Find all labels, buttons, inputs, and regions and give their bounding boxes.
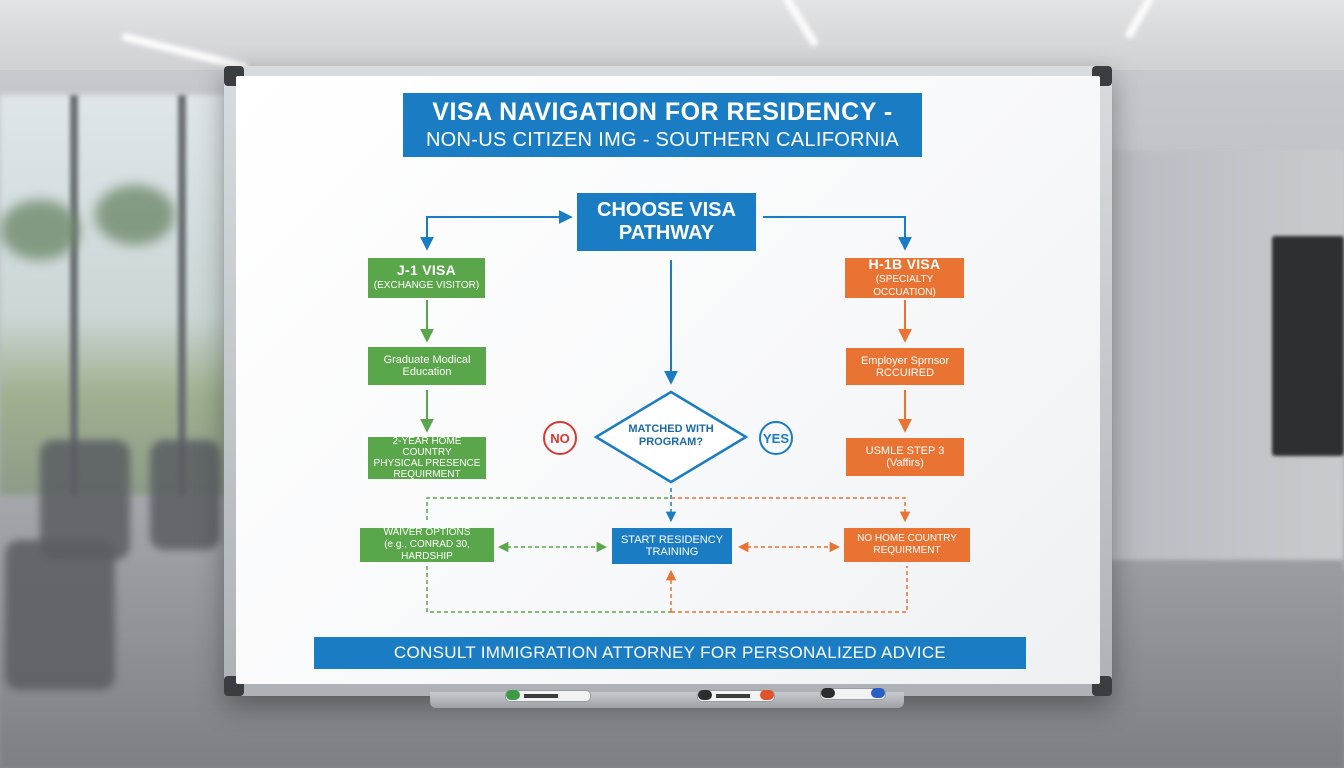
window-frame bbox=[70, 95, 78, 495]
red-marker[interactable] bbox=[697, 690, 775, 702]
usmle-step3-node: USMLE STEP 3 (Vaffirs) bbox=[846, 438, 964, 476]
title-line-1: VISA NAVIGATION FOR RESIDENCY - bbox=[432, 98, 893, 126]
decision-label: MATCHED WITH PROGRAM? bbox=[621, 423, 721, 449]
palm-tree bbox=[95, 185, 175, 245]
wall-monitor bbox=[1272, 236, 1344, 456]
office-window bbox=[0, 95, 225, 495]
green-marker[interactable] bbox=[505, 690, 591, 702]
start-line-1: CHOOSE VISA bbox=[597, 199, 736, 221]
consult-attorney-banner: CONSULT IMMIGRATION ATTORNEY FOR PERSONA… bbox=[314, 637, 1026, 669]
title-line-2: NON-US CITIZEN IMG - SOUTHERN CALIFORNIA bbox=[425, 129, 900, 151]
j1-step1-line-1: Graduate Modical bbox=[383, 354, 471, 366]
no-badge: NO bbox=[543, 421, 577, 455]
no-home-country-requirement-node: NO HOME COUNTRY REQUIRMENT bbox=[844, 528, 970, 562]
decision-line-1: MATCHED WITH bbox=[628, 423, 714, 435]
palm-tree bbox=[0, 200, 80, 260]
j1-step1-line-2: Education bbox=[402, 366, 452, 378]
j1-step2-line-3: REQUIRMENT bbox=[393, 469, 461, 480]
branch-arrow-left bbox=[420, 210, 573, 251]
diagram-title: VISA NAVIGATION FOR RESIDENCY - NON-US C… bbox=[403, 93, 922, 157]
window-frame bbox=[178, 95, 186, 495]
decision-diamond bbox=[593, 390, 749, 484]
h1b-visa-node: H-1B VISA (SPECIALTY OCCUATION) bbox=[845, 255, 964, 298]
residency-line-1: START RESIDENCY bbox=[620, 534, 724, 546]
h1b-step1-line-2: RCCUIRED bbox=[875, 366, 935, 379]
dashed-connector-green bbox=[426, 566, 671, 613]
h1b-step2-line-2: (Vaffirs) bbox=[886, 457, 924, 469]
office-chair bbox=[5, 540, 115, 690]
waiver-line-1: WAIVER OPTIONS bbox=[383, 527, 471, 538]
residency-line-2: TRAINING bbox=[645, 546, 699, 558]
dashed-connector-orange bbox=[671, 566, 908, 613]
dashed-connector-orange bbox=[671, 497, 911, 523]
start-line-2: PATHWAY bbox=[618, 222, 715, 244]
j1-subtitle: (EXCHANGE VISITOR) bbox=[373, 280, 480, 291]
home-country-requirement-node: 2-YEAR HOME COUNTRY PHYSICAL PRESENCE RE… bbox=[368, 436, 486, 480]
office-chair bbox=[150, 440, 220, 550]
yes-badge: YES bbox=[759, 421, 793, 455]
branch-arrow-right bbox=[763, 216, 912, 251]
decision-line-2: PROGRAM? bbox=[638, 436, 704, 448]
graduate-medical-education-node: Graduate Modical Education bbox=[368, 347, 486, 385]
j1-visa-node: J-1 VISA (EXCHANGE VISITOR) bbox=[368, 258, 485, 298]
employer-sponsor-node: Employer Sprnsor RCCUIRED bbox=[846, 348, 964, 385]
j1-title: J-1 VISA bbox=[396, 262, 457, 278]
choose-visa-pathway-node: CHOOSE VISA PATHWAY bbox=[577, 193, 756, 251]
h1b-step1-line-1: Employer Sprnsor bbox=[860, 354, 950, 367]
h1b-end-line-1: NO HOME COUNTRY bbox=[857, 533, 957, 544]
blue-marker[interactable] bbox=[820, 688, 886, 700]
j1-step2-line-2: PHYSICAL PRESENCE bbox=[373, 458, 481, 469]
waiver-options-node: WAIVER OPTIONS (e.g., CONRAD 30, HARDSHI… bbox=[360, 527, 494, 562]
start-residency-training-node: START RESIDENCY TRAINING bbox=[612, 528, 732, 564]
h1b-subtitle: (SPECIALTY OCCUATION) bbox=[873, 273, 936, 298]
h1b-end-line-2: REQUIRMENT bbox=[873, 545, 941, 556]
waiver-line-2: (e.g., CONRAD 30, HARDSHIP bbox=[384, 539, 470, 562]
h1b-step2-line-1: USMLE STEP 3 bbox=[865, 445, 945, 457]
dashed-connector-green bbox=[426, 497, 671, 520]
h1b-title: H-1B VISA bbox=[868, 255, 941, 272]
j1-step2-line-1: 2-YEAR HOME COUNTRY bbox=[392, 436, 462, 458]
